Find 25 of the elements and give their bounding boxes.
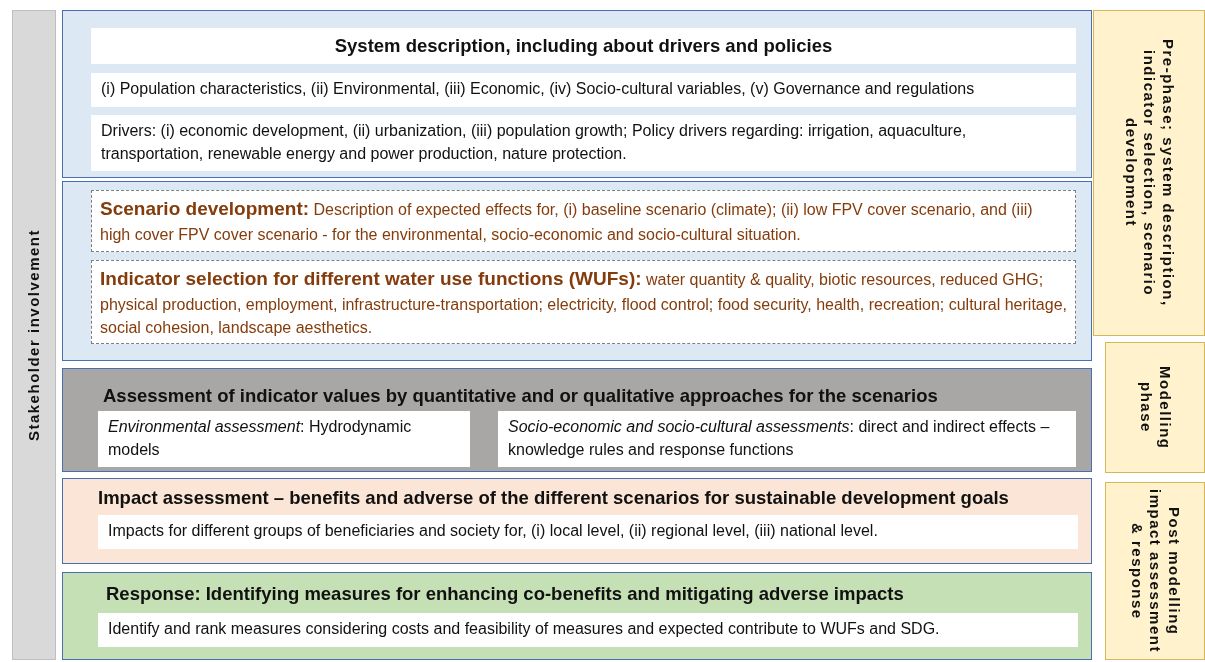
phase-panel bbox=[62, 478, 1092, 564]
text-box: (i) Population characteristics, (ii) Environmental, (iii) Economic, (iv) Socio-cultural variables, (v) Governance and regulations bbox=[91, 73, 1076, 107]
phase-label: Modelling phase bbox=[1137, 364, 1174, 452]
side-bar bbox=[12, 10, 56, 660]
phase-panel bbox=[62, 10, 1092, 178]
text-box: Scenario development: Description of expected effects for, (i) baseline scenario (climate); (ii) low FPV cover scenario, and (iii) high cover FPV cover scenario - for the environmental, socio-economic and socio-cultural situation. bbox=[91, 190, 1076, 252]
text-box: Impacts for different groups of beneficiaries and society for, (i) local level, (ii) regional level, (iii) national level. bbox=[98, 515, 1078, 549]
phase-box bbox=[1093, 10, 1205, 336]
text-box: Identify and rank measures considering costs and feasibility of measures and expected contribute to WUFs and SDG. bbox=[98, 613, 1078, 647]
text-box: Environmental assessment: Hydrodynamic models bbox=[98, 411, 470, 467]
panel-heading: Impact assessment – benefits and adverse of the different scenarios for sustainable development goals bbox=[98, 487, 1009, 509]
phase-box bbox=[1105, 342, 1205, 473]
phase-box bbox=[1105, 482, 1205, 660]
phase-panel bbox=[62, 572, 1092, 660]
phase-panel bbox=[62, 181, 1092, 361]
side-bar-label: Stakeholder involvement bbox=[24, 228, 43, 442]
panel-heading: Response: Identifying measures for enhancing co-benefits and mitigating adverse impacts bbox=[106, 583, 904, 605]
phase-panel bbox=[62, 368, 1092, 472]
text-box: Drivers: (i) economic development, (ii) urbanization, (iii) population growth; Policy drivers regarding: irrigation, aquaculture, transportation, renewable energy and power production, nature protection. bbox=[91, 115, 1076, 171]
text-box: Indicator selection for different water use functions (WUFs): water quantity & quality, biotic resources, reduced GHG; physical production, employment, infrastructure-transportation; electricity, flood control; food security, health, recreation; cultural heritage, social cohesion, landscape aesthetics. bbox=[91, 260, 1076, 344]
panel-heading: Assessment of indicator values by quantitative and or qualitative approaches for the scenarios bbox=[103, 385, 938, 407]
text-box: Socio-economic and socio-cultural assessments: direct and indirect effects – knowledge rules and response functions bbox=[498, 411, 1076, 467]
phase-label: Post modelling impact assessment & response bbox=[1127, 488, 1184, 655]
text-box: System description, including about drivers and policies bbox=[91, 28, 1076, 64]
phase-label: Pre-phase; system description, indicator selection, scenario development bbox=[1121, 38, 1178, 309]
